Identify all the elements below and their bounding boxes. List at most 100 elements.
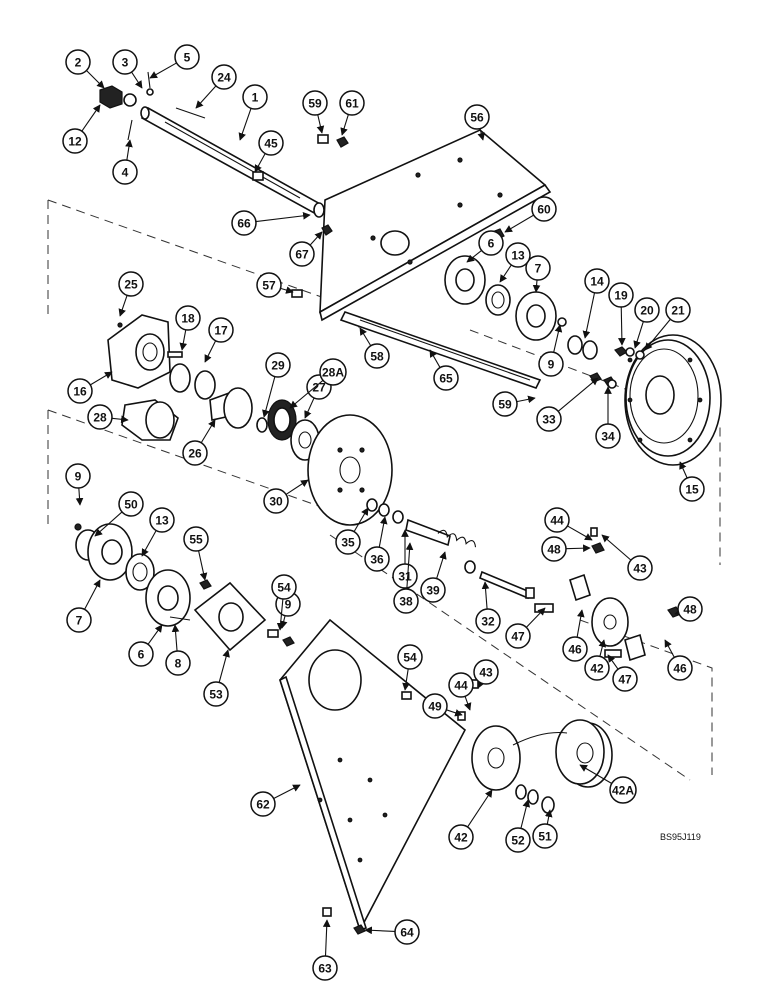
callout-circle — [250, 791, 276, 817]
callout-circle — [541, 536, 567, 562]
callout-label: 28 — [93, 411, 107, 425]
callout-label: 17 — [214, 324, 228, 338]
callout-leader — [254, 153, 266, 173]
callout-67: 67 — [289, 231, 323, 267]
callout-label: 21 — [671, 304, 685, 318]
callout-48: 48 — [674, 596, 703, 622]
callout-circle — [289, 241, 315, 267]
callout-28a: 28A — [289, 358, 347, 409]
callout-label: 20 — [640, 304, 654, 318]
flange-hub — [107, 314, 171, 389]
callout-circle — [584, 268, 610, 294]
callout-59: 59 — [492, 391, 536, 417]
callout-circle — [335, 529, 361, 555]
callout-9: 9 — [538, 324, 564, 377]
callout-label: 52 — [511, 834, 525, 848]
callout-label: 31 — [398, 570, 412, 584]
callout-31: 31 — [392, 529, 418, 589]
callout-32: 32 — [475, 581, 501, 634]
callout-leader — [446, 709, 463, 717]
callout-label: 9 — [548, 358, 555, 372]
callout-leader — [567, 525, 593, 541]
callout-label: 27 — [312, 381, 326, 395]
callout-circle — [62, 128, 88, 154]
callout-leader — [565, 544, 591, 553]
callout-21: 21 — [644, 297, 691, 351]
callout-label: 9 — [75, 470, 82, 484]
callout-leader — [280, 286, 294, 294]
callout-label: 58 — [370, 350, 384, 364]
callout-leader — [322, 919, 331, 957]
callout-label: 42 — [454, 831, 468, 845]
callout-13: 13 — [141, 507, 175, 557]
callout-52: 52 — [505, 799, 531, 853]
callout-circle — [66, 607, 92, 633]
callout-6: 6 — [128, 624, 163, 667]
callout-leader — [304, 397, 315, 419]
callout-label: 39 — [426, 584, 440, 598]
callout-9: 9 — [65, 463, 91, 506]
callout-circle — [175, 305, 201, 331]
callout-label: 3 — [122, 56, 129, 70]
callout-label: 66 — [237, 217, 251, 231]
callout-label: 14 — [590, 275, 604, 289]
callout-51: 51 — [532, 809, 558, 849]
callout-label: 48 — [683, 603, 697, 617]
callout-circle — [87, 404, 113, 430]
callout-42a: 42A — [579, 764, 637, 804]
callout-circle — [634, 297, 660, 323]
drive-hub — [121, 387, 253, 441]
callout-leader — [118, 295, 128, 317]
callout-47: 47 — [607, 654, 638, 692]
cotter-pin-and-pins — [127, 71, 264, 181]
callout-leader — [405, 542, 414, 590]
callout-16: 16 — [67, 371, 113, 404]
callout-65: 65 — [429, 349, 459, 391]
callout-circle — [231, 210, 257, 236]
callout-leader — [553, 324, 563, 353]
callout-4: 4 — [112, 139, 138, 185]
callout-circle — [392, 563, 418, 589]
callout-leader — [477, 128, 485, 141]
upper-triangular-plate — [319, 129, 552, 322]
callout-leader — [582, 292, 596, 339]
callout-18: 18 — [175, 305, 201, 351]
callout-leader — [94, 511, 123, 537]
callout-leader — [81, 104, 101, 132]
callout-46: 46 — [664, 639, 693, 681]
callout-label: 5 — [184, 51, 191, 65]
callout-64: 64 — [364, 919, 420, 945]
callout-label: 44 — [454, 679, 468, 693]
callout-label: 8 — [175, 657, 182, 671]
callout-57: 57 — [256, 272, 294, 298]
callout-leader — [147, 624, 163, 645]
callout-label: 16 — [73, 385, 87, 399]
callout-label: 56 — [470, 111, 484, 125]
callout-44: 44 — [544, 507, 593, 541]
callout-3: 3 — [112, 49, 143, 89]
callout-circle — [532, 823, 558, 849]
callout-leader — [633, 321, 644, 349]
callout-label: 29 — [271, 359, 285, 373]
callout-46: 46 — [562, 609, 588, 662]
callout-circle — [312, 955, 338, 981]
callout-leader — [520, 799, 531, 829]
callout-leader — [481, 581, 490, 610]
callout-leader — [255, 212, 311, 223]
callout-label: 57 — [262, 279, 276, 293]
callout-circle — [211, 64, 237, 90]
callout-leader — [131, 71, 143, 89]
callout-42: 42 — [448, 789, 493, 850]
callout-39: 39 — [420, 551, 447, 603]
callout-label: 6 — [138, 648, 145, 662]
callout-leader — [525, 607, 546, 628]
callout-label: 36 — [370, 553, 384, 567]
callout-38: 38 — [393, 542, 419, 614]
callout-circle — [448, 672, 474, 698]
callout-8: 8 — [165, 624, 191, 676]
callout-leader — [436, 551, 447, 579]
callout-circle — [302, 90, 328, 116]
callout-circle — [505, 242, 531, 268]
callout-circle — [538, 351, 564, 377]
callout-leader — [429, 349, 441, 368]
